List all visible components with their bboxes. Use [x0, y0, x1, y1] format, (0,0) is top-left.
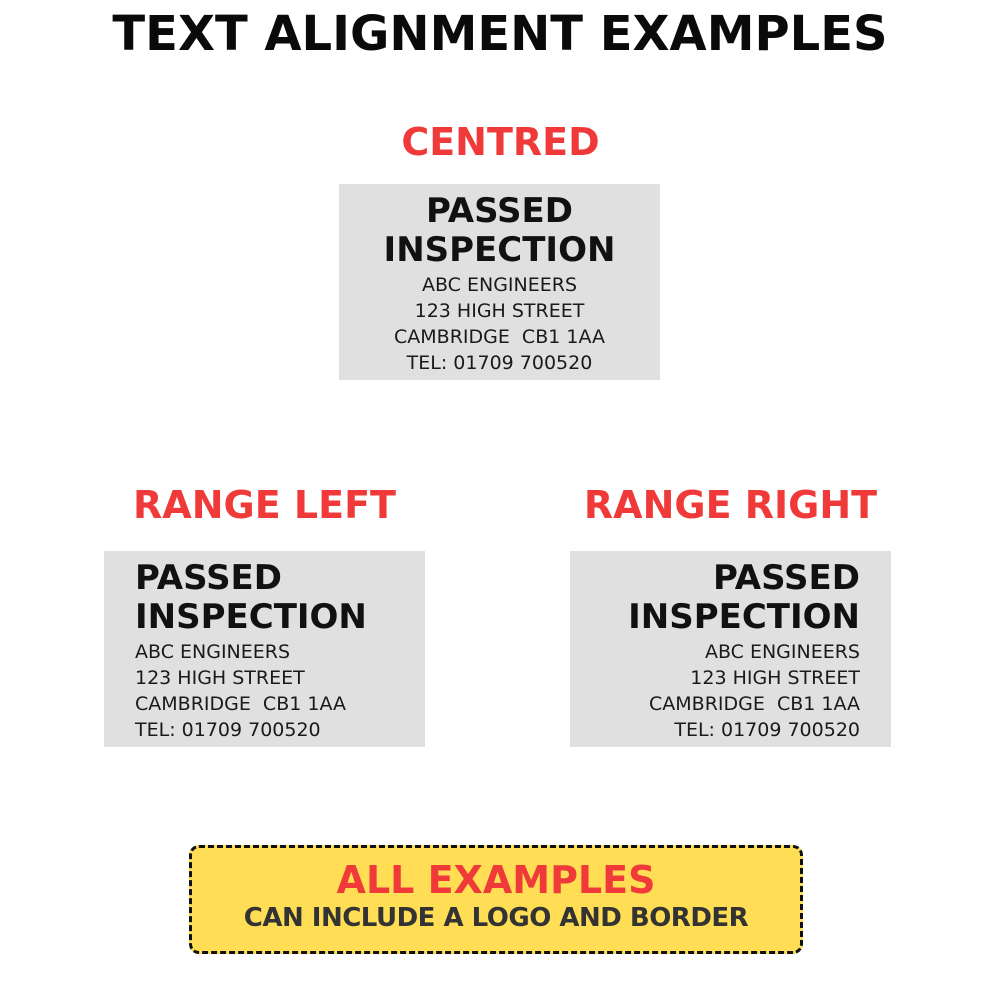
heading-range-left: RANGE LEFT	[133, 483, 396, 527]
label-line: 123 HIGH STREET	[135, 667, 305, 689]
note-title: ALL EXAMPLES	[336, 858, 656, 902]
label-title-line-1: PASSED	[712, 558, 860, 598]
label-title-line-2: INSPECTION	[383, 230, 616, 270]
page-title: TEXT ALIGNMENT EXAMPLES	[112, 6, 888, 62]
label-content: PASSED INSPECTION ABC ENGINEERS 123 HIGH…	[104, 559, 425, 743]
label-line: 123 HIGH STREET	[414, 300, 585, 322]
label-plate-centred: PASSED INSPECTION ABC ENGINEERS 123 HIGH…	[339, 184, 660, 380]
label-line: TEL: 01709 700520	[135, 719, 321, 741]
heading-range-right: RANGE RIGHT	[583, 483, 878, 527]
label-title-line-2: INSPECTION	[135, 597, 367, 637]
label-plate-range-left: PASSED INSPECTION ABC ENGINEERS 123 HIGH…	[104, 551, 425, 747]
label-title-line-1: PASSED	[425, 191, 573, 231]
label-line: TEL: 01709 700520	[674, 719, 860, 741]
label-plate-range-right: PASSED INSPECTION ABC ENGINEERS 123 HIGH…	[570, 551, 891, 747]
label-line: ABC ENGINEERS	[421, 274, 578, 296]
label-content: PASSED INSPECTION ABC ENGINEERS 123 HIGH…	[570, 559, 891, 743]
label-title-line-1: PASSED	[135, 558, 283, 598]
label-line: CAMBRIDGE CB1 1AA	[135, 693, 346, 715]
label-title-line-2: INSPECTION	[628, 597, 860, 637]
label-line: ABC ENGINEERS	[704, 641, 860, 663]
label-line: CAMBRIDGE CB1 1AA	[649, 693, 860, 715]
label-content: PASSED INSPECTION ABC ENGINEERS 123 HIGH…	[339, 192, 660, 376]
label-line: ABC ENGINEERS	[135, 641, 291, 663]
heading-centred: CENTRED	[401, 120, 600, 164]
label-line: CAMBRIDGE CB1 1AA	[394, 326, 605, 348]
note-subtitle: CAN INCLUDE A LOGO AND BORDER	[243, 903, 749, 933]
label-line: TEL: 01709 700520	[406, 352, 593, 374]
note-banner: ALL EXAMPLES CAN INCLUDE A LOGO AND BORD…	[189, 845, 803, 954]
label-line: 123 HIGH STREET	[690, 667, 860, 689]
